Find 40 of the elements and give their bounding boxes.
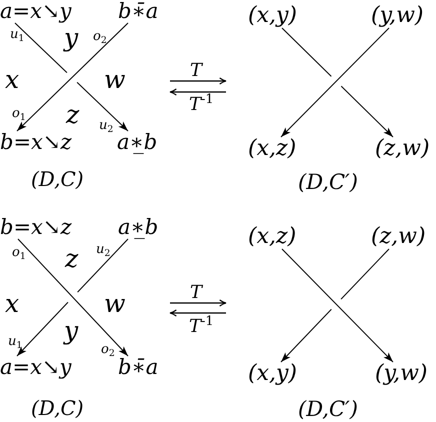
- diagram-caption: (D,C): [31, 168, 84, 190]
- arc-label: o$_{1}$: [12, 107, 26, 120]
- strand-end-label: (x,z): [248, 137, 296, 161]
- arc-label: o$_{2}$: [101, 343, 115, 356]
- strand-end-label: (y,w): [371, 4, 424, 28]
- arc-label: u$_{2}$: [96, 243, 110, 256]
- strand-end-label: b∗̄a: [118, 356, 158, 379]
- strand-end-label: (z,w): [375, 137, 430, 161]
- region-label: w: [104, 67, 126, 92]
- edge-label: T: [190, 283, 202, 302]
- strand-end-label: (x,y): [248, 362, 297, 386]
- arc-label: o$_{2}$: [93, 30, 107, 43]
- strand-end-label: b∗̄a: [118, 0, 158, 23]
- strand-end-label: (x,z): [248, 225, 296, 249]
- strand-end-label: b=x↘z: [0, 216, 72, 239]
- diagram-caption: (D,C′): [298, 171, 358, 194]
- region-label: y: [64, 25, 78, 50]
- arc-label: u$_{1}$: [8, 335, 22, 348]
- arc-label: u$_{1}$: [10, 28, 24, 41]
- edge-label: T$^{-1}$: [189, 317, 214, 336]
- strand-end-label: (z,w): [371, 225, 426, 249]
- region-label: z: [66, 102, 80, 127]
- edge-label: T$^{-1}$: [189, 95, 214, 114]
- edge-label: T: [190, 61, 202, 80]
- strand-end-label: (y,w): [375, 362, 428, 386]
- strand-end-label: (x,y): [248, 4, 297, 28]
- strand-end-label: a=x↘y: [0, 0, 72, 23]
- arc-label: u$_{2}$: [99, 119, 114, 132]
- region-label: z: [65, 246, 78, 271]
- strand-end-label: a∗̲b: [118, 216, 158, 239]
- region-label: x: [5, 291, 20, 316]
- region-label: w: [104, 291, 126, 316]
- strand-end-label: b=x↘z: [0, 131, 72, 154]
- strand-end-label: a∗̲b: [117, 131, 158, 154]
- strand-end-label: a=x↘y: [0, 356, 72, 379]
- arc-label: o$_{1}$: [12, 246, 26, 259]
- diagram-caption: (D,C′): [298, 398, 358, 421]
- diagram-caption: (D,C): [31, 397, 84, 419]
- region-label: x: [5, 67, 20, 92]
- region-label: y: [64, 318, 78, 343]
